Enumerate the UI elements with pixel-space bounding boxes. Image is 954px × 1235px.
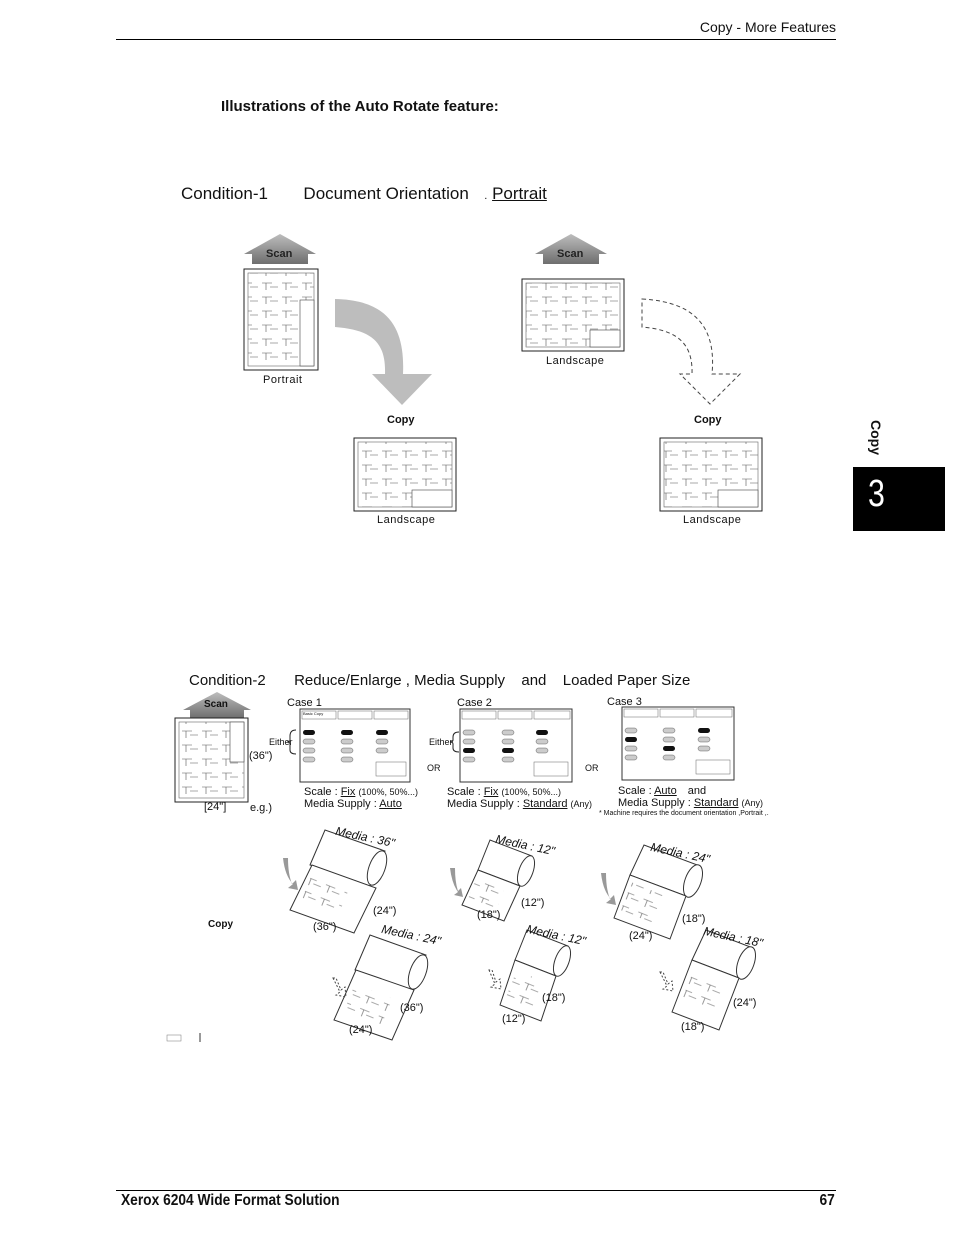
chapter-tab: 3 xyxy=(853,467,945,531)
doc-height-label: (36") xyxy=(249,750,273,762)
panel-tabs: Basic Copy xyxy=(303,711,324,716)
copy-label: Copy xyxy=(208,919,233,930)
dim-label: (24") xyxy=(349,1024,373,1036)
case3-label: Case 3 xyxy=(607,696,642,708)
chapter-number: 3 xyxy=(868,473,885,515)
copy-label: Copy xyxy=(694,414,722,426)
condition1-separator: . xyxy=(484,190,488,202)
or-label: OR xyxy=(585,763,599,773)
page-number: 67 xyxy=(819,1192,835,1209)
doc-width-label: [24"] xyxy=(204,801,227,813)
dim-label: (18") xyxy=(682,913,706,925)
copy-label: Copy xyxy=(387,414,415,426)
roll-media-case2-result xyxy=(499,929,572,1022)
case1-media: Media Supply : Auto xyxy=(304,798,402,810)
case2-label: Case 2 xyxy=(457,697,492,709)
case3-scale: Scale : Auto and xyxy=(618,785,707,797)
dim-label: (18") xyxy=(477,909,501,921)
roll-media-case2 xyxy=(461,839,536,922)
control-panel-case1 xyxy=(299,708,411,783)
dim-label: (36") xyxy=(400,1002,424,1014)
rotate-arrow-icon xyxy=(450,868,463,897)
dim-label: (18") xyxy=(542,992,566,1004)
landscape-caption: Landscape xyxy=(377,514,436,526)
dim-label: (24") xyxy=(373,905,397,917)
condition2-title: Condition-2 Reduce/Enlarge , Media Suppl… xyxy=(189,672,690,689)
control-panel-case2 xyxy=(459,708,573,783)
either-label: Either xyxy=(269,737,293,747)
brace-icon xyxy=(286,729,297,755)
roll-media-case3-result xyxy=(671,929,757,1031)
either-label: Either xyxy=(429,737,453,747)
condition1-heading: Document Orientation xyxy=(303,184,469,203)
or-label: OR xyxy=(427,763,441,773)
control-panel-case3 xyxy=(621,706,735,781)
condition1-title: Condition-1 Document Orientation . Portr… xyxy=(181,184,547,204)
scan-arrow-icon xyxy=(183,692,251,718)
portrait-document-icon xyxy=(243,268,319,371)
dim-label: (36") xyxy=(313,921,337,933)
header-rule xyxy=(116,39,836,40)
condition1-label: Condition-1 xyxy=(181,184,268,203)
footer-product: Xerox 6204 Wide Format Solution xyxy=(121,1192,340,1209)
margin-mark xyxy=(166,1034,182,1042)
dim-label: (12") xyxy=(521,897,545,909)
case2-media: Media Supply : Standard (Any) xyxy=(447,798,593,810)
orientation-note: * Machine requires the document orientat… xyxy=(599,810,769,817)
rotate-arrow-icon xyxy=(335,299,432,405)
copy-landscape-document-icon xyxy=(659,437,763,512)
rotate-arrow-icon xyxy=(601,873,616,905)
condition2-label: Condition-2 xyxy=(189,672,266,689)
roll-media-case1-result xyxy=(333,934,429,1041)
copy-landscape-document-icon xyxy=(353,437,457,512)
roll-media-case1 xyxy=(289,829,388,934)
portrait-document-icon xyxy=(174,717,249,803)
landscape-caption: Landscape xyxy=(683,514,742,526)
scan-arrow-icon xyxy=(535,234,607,264)
landscape-document-icon xyxy=(521,278,625,352)
dim-label: (18") xyxy=(681,1021,705,1033)
scan-label: Scan xyxy=(266,248,293,260)
running-header: Copy - More Features xyxy=(699,19,836,35)
roll-media-case3 xyxy=(613,844,704,940)
landscape-caption: Landscape xyxy=(546,355,605,367)
rotate-arrow-dashed-icon xyxy=(641,298,742,405)
rotate-arrow-dashed-icon xyxy=(659,971,674,992)
brace-icon xyxy=(449,731,460,753)
condition2-heading: Reduce/Enlarge , Media Supply xyxy=(294,672,506,689)
rotate-arrow-dashed-icon xyxy=(488,969,502,990)
condition2-and: and xyxy=(521,672,547,689)
eg-label: e.g.) xyxy=(250,802,273,814)
rotate-arrow-dashed-icon xyxy=(332,977,347,998)
scan-arrow-icon xyxy=(244,234,316,264)
scan-label: Scan xyxy=(557,248,584,260)
case2-scale: Scale : Fix (100%, 50%...) xyxy=(447,786,561,798)
case3-media: Media Supply : Standard (Any) xyxy=(618,797,764,809)
footer-rule xyxy=(116,1190,836,1191)
case1-scale: Scale : Fix (100%, 50%...) xyxy=(304,786,418,798)
scan-label: Scan xyxy=(204,699,228,710)
rotate-arrow-icon xyxy=(283,858,298,890)
section-heading: Illustrations of the Auto Rotate feature… xyxy=(221,98,499,115)
dim-label: (24") xyxy=(629,930,653,942)
portrait-caption: Portrait xyxy=(263,374,303,386)
condition2-heading-end: Loaded Paper Size xyxy=(562,672,691,689)
case1-label: Case 1 xyxy=(287,697,322,709)
condition1-value: Portrait xyxy=(492,184,547,203)
dim-label: (24") xyxy=(733,997,757,1009)
dim-label: (12") xyxy=(502,1013,526,1025)
